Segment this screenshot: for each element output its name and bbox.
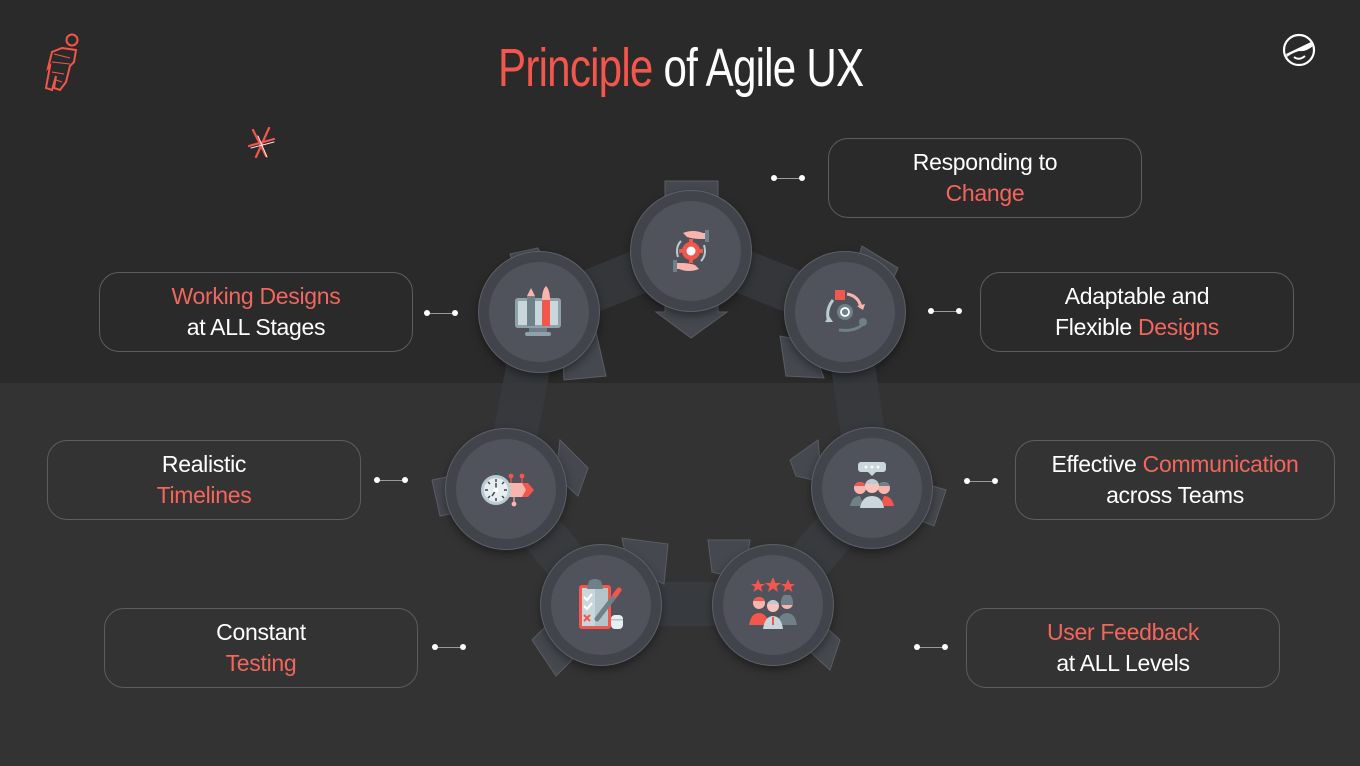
page-title: Principle of Agile UX — [150, 36, 1211, 100]
card-line-2: at ALL Levels — [1056, 650, 1190, 676]
title-rest: of Agile UX — [663, 38, 864, 98]
connector-responding-to-change — [771, 174, 805, 182]
card-line-2: Change — [945, 180, 1025, 206]
node-effective-communication — [812, 428, 932, 548]
node-adaptable-flexible-designs — [785, 252, 905, 372]
background-lower-band — [0, 383, 1360, 766]
connector-user-feedback — [914, 643, 948, 651]
card-working-designs: Working Designs at ALL Stages — [99, 272, 413, 352]
connector-effective-communication — [964, 477, 998, 485]
connector-constant-testing — [432, 643, 466, 651]
node-user-feedback — [713, 545, 833, 665]
card-line-2: across Teams — [1106, 482, 1244, 508]
title-accent: Principle — [498, 38, 653, 98]
card-line-1: Working Designs — [171, 283, 341, 309]
team-chat-icon — [850, 462, 894, 508]
connector-realistic-timelines — [374, 476, 408, 484]
card-line-1: Responding to — [912, 149, 1058, 175]
card-line-2: Testing — [225, 650, 297, 676]
node-responding-to-change — [631, 191, 751, 311]
walking-figure-icon — [44, 33, 79, 92]
connector-working-designs — [424, 309, 458, 317]
node-working-designs — [479, 252, 599, 372]
card-line-1: Effective Communication — [1051, 451, 1299, 477]
card-line-2: Flexible Designs — [1055, 314, 1219, 340]
node-realistic-timelines — [446, 429, 566, 549]
hands-gear-cycle-icon — [673, 230, 709, 272]
card-line-1: Adaptable and — [1064, 283, 1210, 309]
card-line-2: Timelines — [156, 482, 252, 508]
card-line-1: User Feedback — [1046, 619, 1200, 645]
checklist-clipboard-icon — [579, 579, 623, 629]
connector-adaptable-flexible-designs — [928, 307, 962, 315]
card-responding-to-change: Responding to Change — [828, 138, 1142, 218]
card-line-1: Realistic — [161, 451, 247, 477]
card-line-2: at ALL Stages — [186, 314, 326, 340]
users-rating-stars-icon — [749, 577, 797, 629]
card-user-feedback: User Feedback at ALL Levels — [966, 608, 1280, 688]
card-adaptable-flexible-designs: Adaptable and Flexible Designs — [980, 272, 1294, 352]
sunglasses-smiley-icon — [1282, 33, 1316, 67]
adaptive-cycle-gear-icon — [825, 290, 867, 332]
card-line-1: Constant — [216, 619, 306, 645]
stopwatch-timeline-icon — [481, 473, 534, 507]
card-constant-testing: Constant Testing — [104, 608, 418, 688]
node-constant-testing — [541, 545, 661, 665]
asterisk-sparkle-icon — [247, 126, 276, 159]
card-effective-communication: Effective Communication across Teams — [1015, 440, 1335, 520]
design-monitor-pencil-brush-icon — [515, 286, 561, 336]
card-realistic-timelines: Realistic Timelines — [47, 440, 361, 520]
